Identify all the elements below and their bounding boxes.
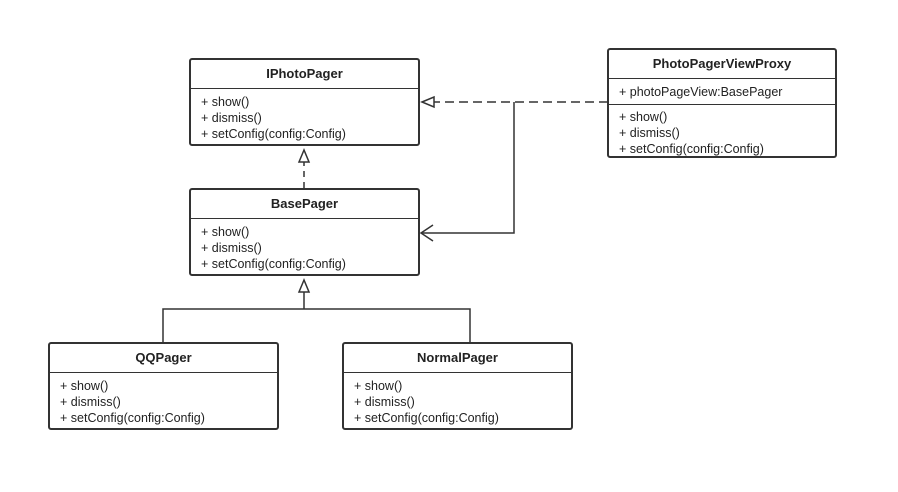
method-row: + dismiss()	[354, 395, 415, 409]
method-row: + show()	[354, 379, 403, 393]
class-name-basepager: BasePager	[191, 190, 418, 219]
attributes-photopagerviewproxy: + photoPageView:BasePager	[609, 79, 835, 104]
class-box-photopagerviewproxy[interactable]: PhotoPagerViewProxy + photoPageView:Base…	[607, 48, 837, 158]
methods-photopagerviewproxy: + show() + dismiss() + setConfig(config:…	[609, 104, 835, 161]
class-box-basepager[interactable]: BasePager + show() + dismiss() + setConf…	[189, 188, 420, 276]
method-row: + setConfig(config:Config)	[201, 127, 346, 141]
methods-normalpager: + show() + dismiss() + setConfig(config:…	[344, 373, 571, 430]
class-name-iphotopager: IPhotoPager	[191, 60, 418, 89]
method-row: + show()	[60, 379, 109, 393]
method-row: + setConfig(config:Config)	[201, 257, 346, 271]
method-row: + setConfig(config:Config)	[619, 142, 764, 156]
class-box-normalpager[interactable]: NormalPager + show() + dismiss() + setCo…	[342, 342, 573, 430]
generalization-arrowhead-basepager	[297, 278, 311, 293]
method-row: + dismiss()	[619, 126, 680, 140]
method-row: + show()	[201, 95, 250, 109]
association-arrowhead-basepager	[419, 224, 434, 242]
methods-iphotopager: + show() + dismiss() + setConfig(config:…	[191, 89, 418, 146]
class-name-qqpager: QQPager	[50, 344, 277, 373]
realization-arrowhead-proxy	[420, 95, 435, 109]
method-row: + setConfig(config:Config)	[354, 411, 499, 425]
class-name-photopagerviewproxy: PhotoPagerViewProxy	[609, 50, 835, 79]
realization-arrowhead-iphotopager	[297, 148, 311, 163]
attribute-row: + photoPageView:BasePager	[619, 85, 783, 99]
association-line-proxy-basepager	[421, 102, 515, 234]
methods-basepager: + show() + dismiss() + setConfig(config:…	[191, 219, 418, 276]
method-row: + show()	[619, 110, 668, 124]
class-name-normalpager: NormalPager	[344, 344, 571, 373]
method-row: + dismiss()	[201, 241, 262, 255]
method-row: + dismiss()	[201, 111, 262, 125]
method-row: + dismiss()	[60, 395, 121, 409]
generalization-line-qqpager	[162, 308, 304, 343]
class-box-qqpager[interactable]: QQPager + show() + dismiss() + setConfig…	[48, 342, 279, 430]
class-box-iphotopager[interactable]: IPhotoPager + show() + dismiss() + setCo…	[189, 58, 420, 146]
generalization-line-normalpager	[304, 308, 471, 343]
methods-qqpager: + show() + dismiss() + setConfig(config:…	[50, 373, 277, 430]
method-row: + show()	[201, 225, 250, 239]
method-row: + setConfig(config:Config)	[60, 411, 205, 425]
